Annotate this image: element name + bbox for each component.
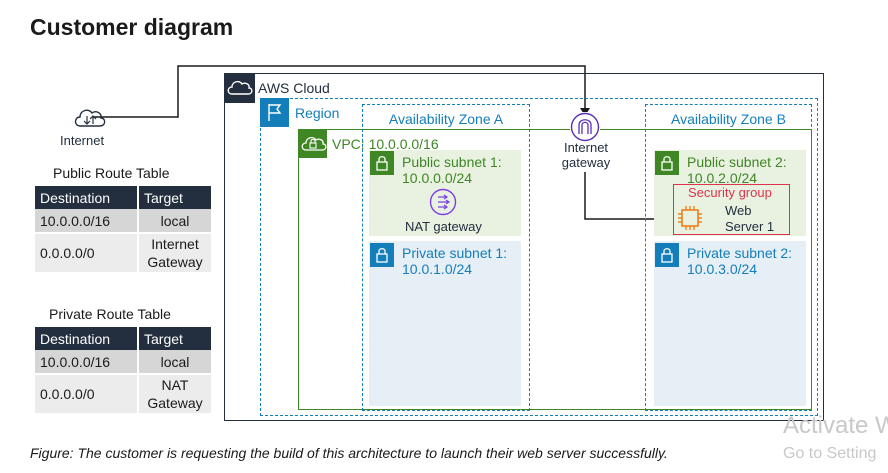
private-subnet-2-label: Private subnet 2: 10.0.3.0/24 (687, 245, 792, 277)
region-boundary (260, 98, 818, 416)
subnet-name: Public subnet 1: (402, 154, 502, 170)
availability-zone-a (362, 104, 530, 411)
security-group-label: Security group (688, 185, 772, 200)
private-route-table: Destination Target 10.0.0.0/16 local 0.0… (35, 327, 213, 415)
figure-caption: Figure: The customer is requesting the b… (30, 445, 668, 461)
internet-to-igw-line (92, 65, 586, 118)
ec2-instance-icon (676, 204, 704, 237)
subnet-cidr: 10.0.1.0/24 (402, 261, 473, 277)
column-header-destination: Destination (35, 327, 139, 350)
subnet-cidr: 10.0.2.0/24 (687, 170, 758, 186)
subnet-name: Private subnet 1: (402, 245, 508, 261)
table-row: 10.0.0.0/16 local (35, 350, 213, 375)
destination-cell: 0.0.0.0/0 (35, 233, 139, 274)
target-line: Gateway (147, 395, 203, 411)
vpc-label: VPC: 10.0.0.0/16 (332, 136, 439, 152)
nat-gateway-icon (429, 188, 457, 221)
destination-cell: 10.0.0.0/16 (35, 350, 139, 375)
column-header-target: Target (138, 327, 213, 350)
private-subnet-2-lock-icon (655, 243, 679, 272)
activation-watermark-title: Activate W (783, 412, 888, 439)
subnet-cidr: 10.0.3.0/24 (687, 261, 758, 277)
aws-cloud-label: AWS Cloud (258, 80, 330, 96)
destination-cell: 0.0.0.0/0 (35, 374, 139, 415)
target-cell: NAT Gateway (138, 374, 213, 415)
aws-cloud-boundary (224, 73, 824, 421)
table-row: 10.0.0.0/16 local (35, 209, 213, 234)
igw-label-line: gateway (561, 155, 611, 170)
subnet-name: Private subnet 2: (687, 245, 793, 261)
subnet-cidr: 10.0.0.0/24 (402, 170, 473, 186)
public-subnet-1-lock-icon (370, 151, 394, 180)
target-line: NAT (161, 377, 189, 393)
target-cell: Internet Gateway (138, 233, 213, 274)
internet-gateway-label: Internet gateway (560, 140, 612, 170)
column-header-target: Target (138, 186, 213, 209)
private-route-table-title: Private Route Table (49, 306, 171, 322)
target-line: Gateway (147, 254, 203, 270)
private-subnet-1-lock-icon (370, 243, 394, 272)
vpc-cloud-lock-icon (298, 130, 327, 158)
availability-zone-b (645, 104, 812, 411)
nat-gateway-label: NAT gateway (405, 219, 482, 234)
private-subnet-1 (369, 241, 521, 406)
public-route-table-title: Public Route Table (53, 165, 170, 181)
region-flag-icon (260, 98, 289, 127)
table-row: 0.0.0.0/0 NAT Gateway (35, 374, 213, 415)
aws-cloud-icon (224, 73, 255, 103)
public-subnet-2-label: Public subnet 2: 10.0.2.0/24 (687, 154, 787, 186)
activation-watermark-subtitle: Go to Setting (783, 445, 877, 462)
internet-label: Internet (60, 133, 105, 148)
availability-zone-b-label: Availability Zone B (671, 111, 786, 127)
internet-gateway-icon (570, 112, 600, 147)
internet-icon (72, 104, 108, 135)
public-subnet-1 (369, 150, 521, 236)
table-row: 0.0.0.0/0 Internet Gateway (35, 233, 213, 274)
public-route-table: Destination Target 10.0.0.0/16 local 0.0… (35, 186, 213, 274)
column-header-destination: Destination (35, 186, 139, 209)
region-label: Region (295, 105, 340, 121)
web-server-label: Web Server 1 (725, 203, 774, 235)
target-line: Internet (151, 236, 199, 252)
public-subnet-2-lock-icon (655, 151, 679, 180)
igw-to-web-server-line (584, 172, 668, 220)
security-group-boundary (673, 184, 790, 235)
target-cell: local (138, 350, 213, 375)
public-subnet-1-label: Public subnet 1: 10.0.0.0/24 (402, 154, 502, 186)
subnet-name: Public subnet 2: (687, 154, 787, 170)
igw-label-line: Internet (563, 140, 609, 155)
availability-zone-a-label: Availability Zone A (388, 111, 504, 127)
page-title: Customer diagram (30, 14, 234, 40)
destination-cell: 10.0.0.0/16 (35, 209, 139, 234)
web-server-label-line: Server 1 (725, 219, 775, 234)
private-subnet-2 (654, 241, 806, 406)
web-server-label-line: Web (725, 203, 752, 218)
target-cell: local (138, 209, 213, 234)
private-subnet-1-label: Private subnet 1: 10.0.1.0/24 (402, 245, 507, 277)
